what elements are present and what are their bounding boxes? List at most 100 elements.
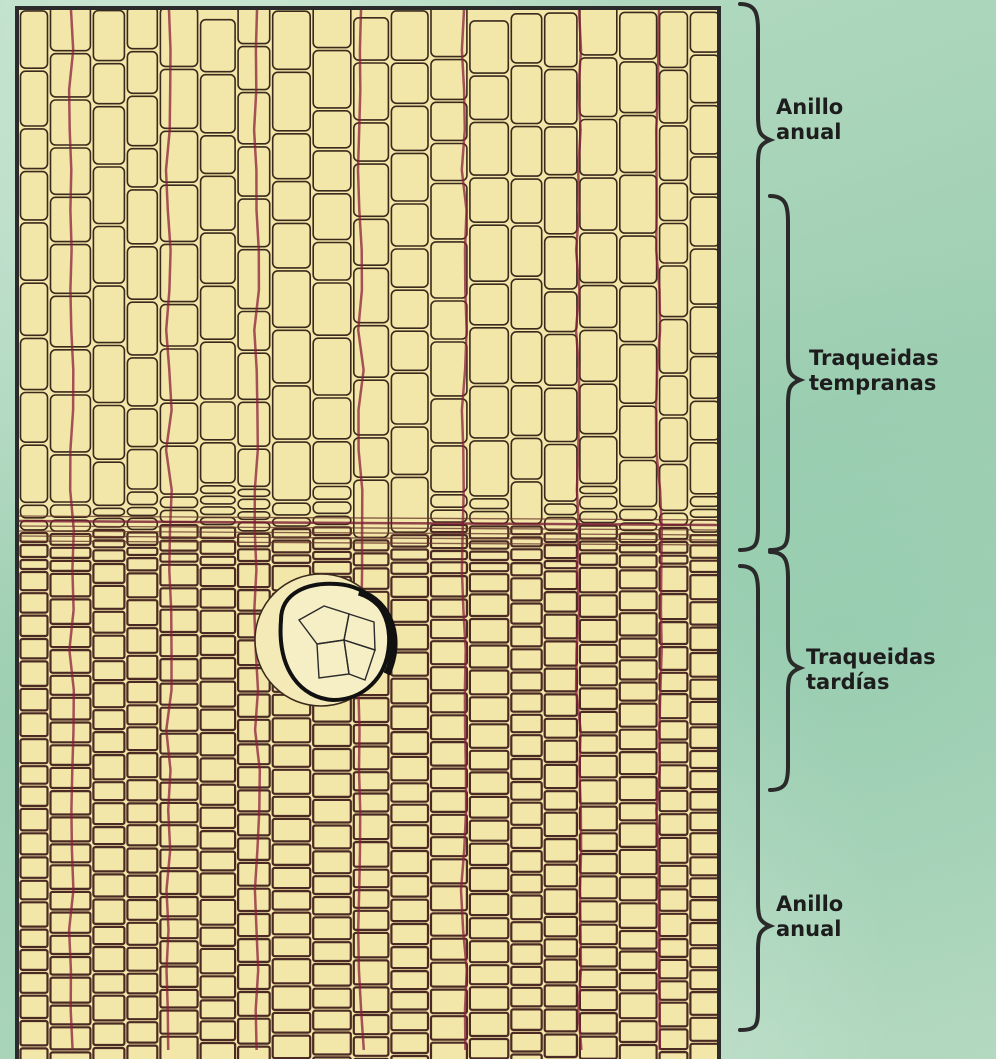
tracheid-cell <box>201 176 236 230</box>
tracheid-cell <box>238 939 270 962</box>
tracheid-cell <box>21 616 48 636</box>
tracheid-cell <box>580 1013 617 1034</box>
tracheid-cell <box>545 1035 577 1058</box>
tracheid-cell <box>511 332 541 383</box>
tracheid-cell <box>127 727 157 750</box>
tracheid-cell <box>545 445 577 502</box>
tracheid-cell <box>21 593 48 612</box>
tracheid-cell <box>21 572 48 590</box>
tracheid-cell <box>273 72 311 131</box>
label-annual-ring-bottom-line2: anual <box>776 917 843 942</box>
tracheid-cell <box>580 688 617 709</box>
tracheid-cell <box>201 808 236 828</box>
tracheid-cell <box>511 549 541 560</box>
tracheid-cell <box>51 505 91 517</box>
tracheid-cell <box>354 1037 389 1056</box>
tracheid-cell <box>545 70 577 124</box>
tracheid-cell <box>690 106 719 154</box>
tracheid-cell <box>391 706 428 729</box>
tracheid-cell <box>580 330 617 381</box>
tracheid-cell <box>620 777 657 800</box>
tracheid-cell <box>580 486 617 493</box>
tracheid-cell <box>201 658 236 679</box>
tracheid-cell <box>690 12 719 52</box>
tracheid-cell <box>21 445 48 502</box>
tracheid-cell <box>51 698 91 720</box>
tracheid-cell <box>511 759 541 779</box>
tracheid-cell <box>545 571 577 589</box>
tracheid-cell <box>391 876 428 896</box>
tracheid-cell <box>431 242 467 298</box>
tracheid-cell <box>93 11 124 61</box>
tracheid-cell <box>620 236 657 283</box>
tracheid-cell <box>273 844 311 865</box>
tracheid-cell <box>313 725 351 746</box>
label-late-tracheids: Traqueidas tardías <box>806 645 936 695</box>
tracheid-cell <box>127 10 157 49</box>
tracheid-cell <box>273 223 311 268</box>
tracheid-cell <box>391 971 428 989</box>
tracheid-cell <box>470 918 508 938</box>
tracheid-cell <box>160 990 197 1008</box>
tracheid-cell <box>51 723 91 743</box>
label-early-tracheids-line1: Traqueidas <box>809 346 939 371</box>
tracheid-cell <box>21 283 48 335</box>
tracheid-cell <box>580 595 617 617</box>
tracheid-cell <box>160 244 197 301</box>
tracheid-cell <box>238 199 270 247</box>
tracheid-cell <box>470 797 508 818</box>
tracheid-cell <box>580 645 617 664</box>
tracheid-cell <box>660 721 688 739</box>
tracheid-cell <box>93 847 124 871</box>
tracheid-cell <box>511 649 541 669</box>
tracheid-cell <box>127 533 157 545</box>
tracheid-cell <box>580 10 617 55</box>
tracheid-cell <box>51 676 91 695</box>
tracheid-cell <box>690 628 719 651</box>
tracheid-cell <box>620 570 657 588</box>
tracheid-cell <box>545 889 577 914</box>
tracheid-cell <box>21 639 48 658</box>
tracheid-cell <box>21 996 48 1018</box>
tracheid-cell <box>545 1010 577 1032</box>
tracheid-cell <box>620 406 657 457</box>
bracket-early-tracheids <box>770 196 800 550</box>
tracheid-cell <box>201 636 236 655</box>
tracheid-cell <box>620 639 657 658</box>
tracheid-cell <box>127 409 157 447</box>
tracheid-cell <box>660 1052 688 1059</box>
tracheid-cell <box>545 504 577 514</box>
tracheid-cell <box>690 497 719 507</box>
tracheid-cell <box>313 749 351 771</box>
tracheid-cell <box>21 857 48 877</box>
tracheid-cell <box>660 567 688 591</box>
tracheid-cell <box>201 402 236 440</box>
tracheid-cell <box>690 970 719 989</box>
tracheid-cell <box>690 833 719 854</box>
tracheid-cell <box>690 653 719 677</box>
tracheid-cell <box>545 719 577 738</box>
tracheid-cell <box>273 937 311 956</box>
label-annual-ring-top: Anillo anual <box>776 95 843 145</box>
tracheid-cell <box>201 541 236 554</box>
tracheid-cell <box>580 833 617 851</box>
tracheid-cell <box>273 745 311 767</box>
tracheid-cell <box>620 823 657 847</box>
tracheid-cell <box>580 735 617 752</box>
tracheid-cell <box>313 1033 351 1055</box>
bracket-annual-ring-top <box>740 4 770 550</box>
tracheid-cell <box>470 541 508 548</box>
tracheid-cell <box>391 947 428 968</box>
tracheid-cell <box>93 346 124 403</box>
tracheid-cell <box>580 542 617 551</box>
tracheid-cell <box>201 733 236 755</box>
tracheid-cell <box>313 283 351 335</box>
tracheid-cell <box>690 923 719 945</box>
tracheid-cell <box>51 844 91 862</box>
tracheid-cell <box>690 1018 719 1041</box>
tracheid-cell <box>127 492 157 505</box>
tracheid-cell <box>51 599 91 624</box>
tracheid-cell <box>545 561 577 568</box>
tracheid-cell <box>470 894 508 915</box>
tracheid-cell <box>238 564 270 587</box>
